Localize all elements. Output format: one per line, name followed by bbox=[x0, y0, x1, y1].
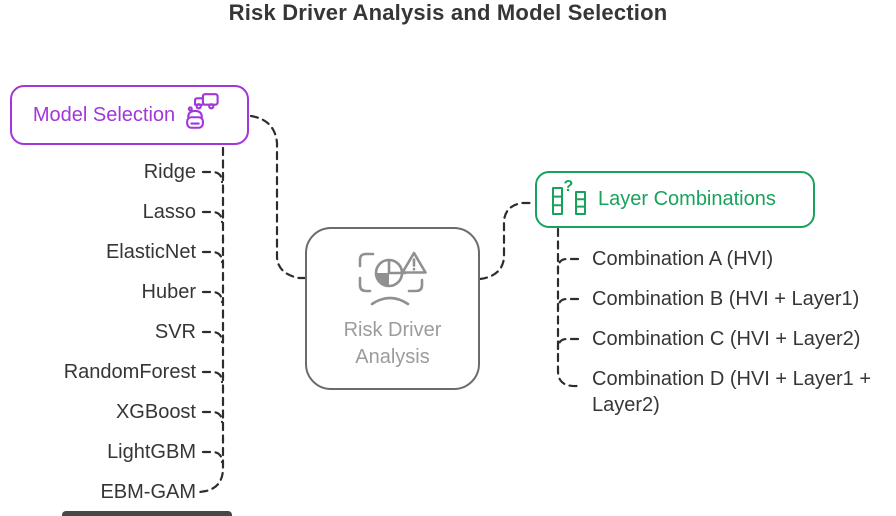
edge-risk-to-layers bbox=[478, 201, 536, 281]
edge-model-to-risk bbox=[249, 114, 307, 280]
svg-text:?: ? bbox=[564, 178, 574, 195]
model-item: RandomForest bbox=[63, 361, 196, 383]
model-list-spine bbox=[198, 146, 225, 494]
node-risk-driver-label-line1: Risk Driver bbox=[343, 319, 442, 341]
combination-item: Combination C (HVI + Layer2) bbox=[592, 328, 861, 350]
stacked-layers-question-icon: ? bbox=[549, 176, 589, 224]
node-layer-combinations: ? Layer Combinations bbox=[535, 171, 815, 228]
model-item: XGBoost bbox=[115, 401, 196, 423]
combination-item: Combination D (HVI + Layer1 + Layer2) bbox=[592, 368, 872, 416]
model-item: LightGBM bbox=[107, 441, 196, 463]
node-risk-driver-label-line2: Analysis bbox=[355, 346, 430, 368]
model-item: Ridge bbox=[143, 161, 196, 183]
combination-item: Combination A (HVI) bbox=[592, 248, 774, 270]
node-layer-combinations-label: Layer Combinations bbox=[598, 188, 776, 210]
node-risk-driver-analysis: Risk Driver Analysis bbox=[305, 227, 480, 390]
model-item: Lasso bbox=[142, 201, 196, 223]
robot-truck-icon bbox=[184, 92, 226, 138]
page-title: Risk Driver Analysis and Model Selection bbox=[228, 0, 668, 25]
model-item: ElasticNet bbox=[105, 241, 196, 263]
model-item: SVR bbox=[154, 321, 196, 343]
node-model-selection-label: Model Selection bbox=[32, 103, 176, 126]
node-model-selection: Model Selection bbox=[10, 85, 249, 145]
model-item: EBM-GAM bbox=[100, 481, 196, 503]
cutoff-node-top-edge bbox=[62, 511, 232, 516]
model-item: Huber bbox=[141, 281, 196, 303]
combination-list-spine bbox=[556, 227, 579, 388]
pie-chart-alert-icon bbox=[352, 246, 434, 315]
combination-item: Combination B (HVI + Layer1) bbox=[592, 288, 860, 310]
